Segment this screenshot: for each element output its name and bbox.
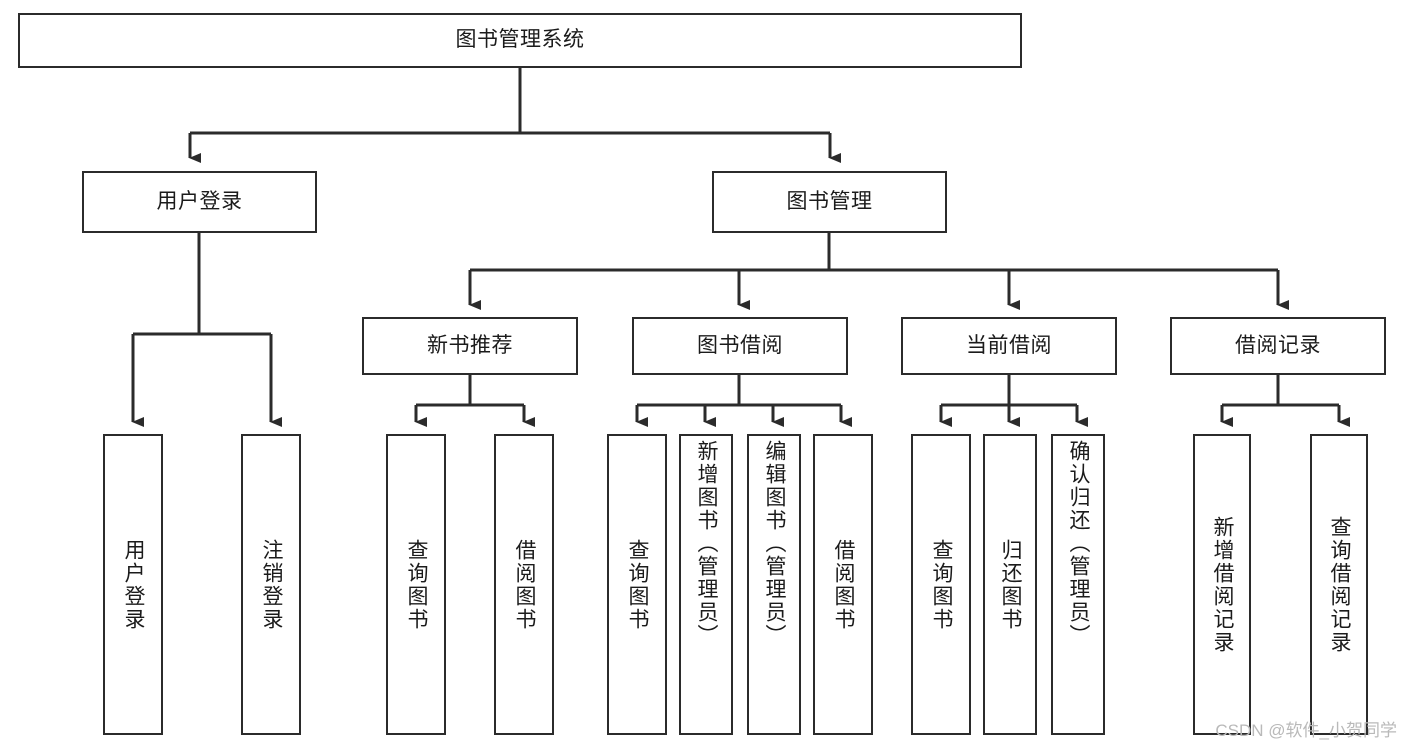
vtext-wrap: 注销登录	[243, 440, 299, 729]
node-leaf-add-book[interactable]: 新增图书（管理员）	[679, 434, 733, 735]
node-leaf-add-record[interactable]: 新增借阅记录	[1193, 434, 1251, 735]
node-leaf-borrow-book-2-label: 借阅图书	[832, 538, 856, 631]
node-user-login[interactable]: 用户登录	[82, 171, 317, 233]
node-book-manage-label: 图书管理	[786, 189, 873, 213]
node-leaf-user-login[interactable]: 用户登录	[103, 434, 163, 735]
node-current-borrow-label: 当前借阅	[966, 333, 1052, 357]
node-leaf-edit-book-label: 编辑图书（管理员）	[763, 440, 787, 647]
vtext-wrap: 查询借阅记录	[1312, 440, 1366, 729]
node-leaf-borrow-book-1-label: 借阅图书	[513, 538, 537, 631]
csdn-watermark: CSDN @软件_小贺同学	[1215, 721, 1397, 740]
node-leaf-query-book-2-label: 查询图书	[626, 538, 650, 631]
node-user-login-label: 用户登录	[156, 189, 243, 213]
node-leaf-query-book-3-label: 查询图书	[930, 538, 954, 631]
node-borrow-record-label: 借阅记录	[1235, 333, 1321, 357]
node-root[interactable]: 图书管理系统	[18, 13, 1022, 68]
node-book-borrow-label: 图书借阅	[697, 333, 783, 357]
vtext-wrap: 借阅图书	[496, 440, 552, 729]
node-leaf-query-book-2[interactable]: 查询图书	[607, 434, 667, 735]
node-leaf-query-record-label: 查询借阅记录	[1328, 515, 1352, 654]
vtext-wrap: 查询图书	[388, 440, 444, 729]
node-new-book-recommend-label: 新书推荐	[427, 333, 513, 357]
node-book-manage[interactable]: 图书管理	[712, 171, 947, 233]
node-leaf-user-login-label: 用户登录	[122, 538, 146, 631]
vtext-wrap: 查询图书	[913, 440, 969, 729]
node-leaf-user-logout[interactable]: 注销登录	[241, 434, 301, 735]
node-leaf-query-record[interactable]: 查询借阅记录	[1310, 434, 1368, 735]
node-leaf-return-book-label: 归还图书	[999, 538, 1023, 631]
node-book-borrow[interactable]: 图书借阅	[632, 317, 848, 375]
node-leaf-add-book-label: 新增图书（管理员）	[695, 440, 719, 647]
node-leaf-confirm-return[interactable]: 确认归还（管理员）	[1051, 434, 1105, 735]
vtext-wrap: 归还图书	[985, 440, 1035, 729]
node-leaf-user-logout-label: 注销登录	[260, 538, 284, 631]
node-borrow-record[interactable]: 借阅记录	[1170, 317, 1386, 375]
node-leaf-edit-book[interactable]: 编辑图书（管理员）	[747, 434, 801, 735]
node-leaf-return-book[interactable]: 归还图书	[983, 434, 1037, 735]
vtext-wrap: 借阅图书	[815, 440, 871, 729]
node-leaf-query-book-1-label: 查询图书	[405, 538, 429, 631]
node-current-borrow[interactable]: 当前借阅	[901, 317, 1117, 375]
node-root-label: 图书管理系统	[455, 28, 585, 52]
node-new-book-recommend[interactable]: 新书推荐	[362, 317, 578, 375]
vtext-wrap: 查询图书	[609, 440, 665, 729]
vtext-wrap: 新增借阅记录	[1195, 440, 1249, 729]
node-leaf-query-book-3[interactable]: 查询图书	[911, 434, 971, 735]
vtext-wrap: 用户登录	[105, 440, 161, 729]
node-leaf-query-book-1[interactable]: 查询图书	[386, 434, 446, 735]
node-leaf-confirm-return-label: 确认归还（管理员）	[1067, 440, 1091, 647]
node-leaf-add-record-label: 新增借阅记录	[1211, 515, 1235, 654]
node-leaf-borrow-book-2[interactable]: 借阅图书	[813, 434, 873, 735]
node-leaf-borrow-book-1[interactable]: 借阅图书	[494, 434, 554, 735]
